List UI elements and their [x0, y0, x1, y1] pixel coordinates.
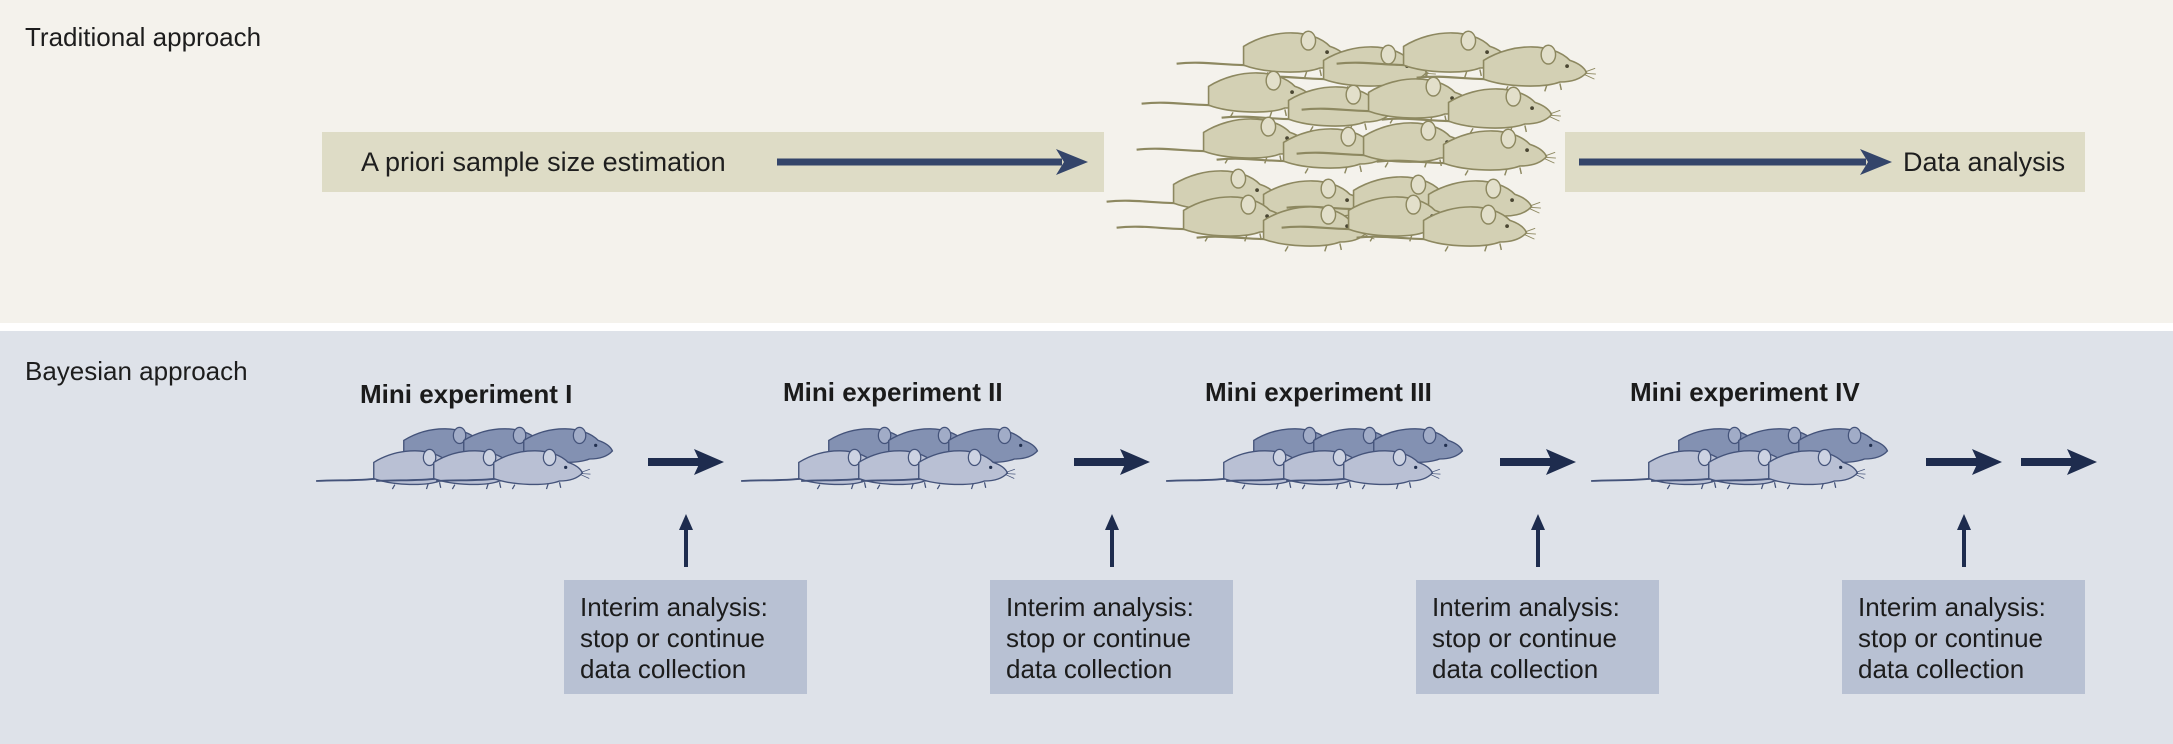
interim-analysis-box: Interim analysis: stop or continue data … [1416, 580, 1659, 694]
arrow-right-icon [777, 149, 1088, 175]
interim-line: Interim analysis: [1432, 592, 1620, 622]
interim-analysis-box: Interim analysis: stop or continue data … [1842, 580, 2085, 694]
interim-line: data collection [1432, 654, 1599, 684]
arrow-right-icon [1074, 449, 1150, 475]
mini-experiment-mice [316, 427, 612, 489]
interim-line: stop or continue [580, 623, 766, 653]
mini-experiment-title: Mini experiment III [1205, 377, 1432, 407]
interim-line: data collection [1006, 654, 1173, 684]
mini-experiment-title: Mini experiment II [783, 377, 1003, 407]
bayesian-approach-panel: Bayesian approach Mini experiment I Mini… [0, 331, 2173, 744]
interim-line: data collection [1858, 654, 2025, 684]
mini-experiment-title: Mini experiment I [360, 379, 573, 409]
arrow-right-icon [648, 449, 724, 475]
interim-line: stop or continue [1006, 623, 1192, 653]
interim-line: Interim analysis: [1858, 592, 2046, 622]
interim-line: Interim analysis: [580, 592, 768, 622]
sample-size-estimation-label: A priori sample size estimation [361, 146, 726, 177]
interim-line: stop or continue [1858, 623, 2044, 653]
arrow-up-icon [1957, 514, 1971, 567]
arrow-up-icon [679, 514, 693, 567]
interim-line: stop or continue [1432, 623, 1618, 653]
interim-line: Interim analysis: [1006, 592, 1194, 622]
mini-experiment-mice [1166, 427, 1462, 489]
mouse-crowd [1105, 30, 1597, 253]
arrow-up-icon [1531, 514, 1545, 567]
traditional-approach-title: Traditional approach [25, 22, 262, 52]
interim-analysis-box: Interim analysis: stop or continue data … [564, 580, 807, 694]
arrow-right-icon [1579, 149, 1892, 175]
interim-line: data collection [580, 654, 747, 684]
arrow-right-icon [1926, 449, 2002, 475]
data-analysis-label: Data analysis [1903, 146, 2066, 177]
mini-experiment-mice [1591, 427, 1887, 489]
bayesian-approach-title: Bayesian approach [25, 356, 248, 386]
mini-experiment-title: Mini experiment IV [1630, 377, 1860, 407]
interim-analysis-box: Interim analysis: stop or continue data … [990, 580, 1233, 694]
arrow-right-icon [2021, 449, 2097, 475]
arrow-right-icon [1500, 449, 1576, 475]
arrow-up-icon [1105, 514, 1119, 567]
mini-experiment-mice [741, 427, 1037, 489]
